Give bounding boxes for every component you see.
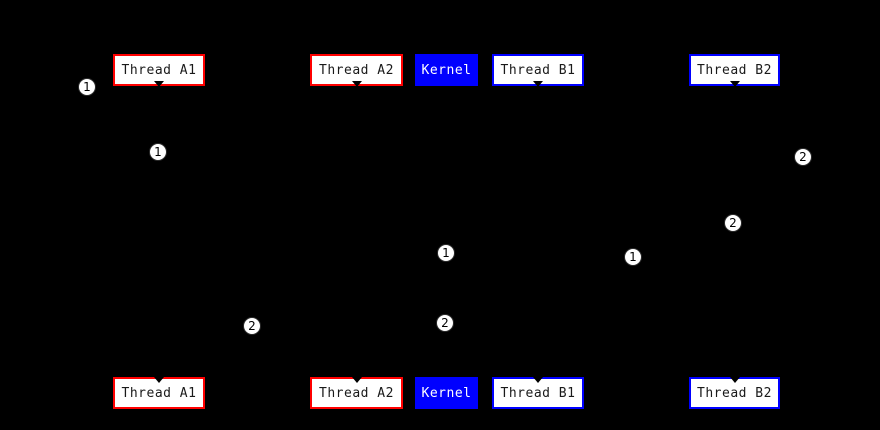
step-marker-2: 2	[794, 148, 812, 166]
actor-label: Thread A2	[319, 385, 394, 401]
step-marker-1: 1	[149, 143, 167, 161]
actor-box-thread-a1-top: Thread A1	[113, 54, 205, 87]
actor-box-thread-b1-bottom: Thread B1	[492, 377, 584, 409]
actor-label: Kernel	[421, 385, 472, 401]
actor-box-kernel-top: Kernel	[415, 54, 478, 86]
step-marker-2: 2	[436, 314, 454, 332]
lifeline-notch	[533, 81, 543, 87]
lifeline-notch	[351, 377, 362, 383]
actor-label: Thread B1	[500, 385, 576, 401]
actor-box-thread-a2-top: Thread A2	[310, 54, 403, 87]
lifeline-notch	[729, 81, 740, 87]
step-marker-2: 2	[724, 214, 742, 232]
lifeline-notch	[351, 81, 362, 87]
step-marker-2: 2	[243, 317, 261, 335]
step-marker-1: 1	[78, 78, 96, 96]
step-marker-1: 1	[624, 248, 642, 266]
actor-label: Thread B2	[697, 385, 772, 401]
actor-box-thread-b2-top: Thread B2	[689, 54, 780, 87]
actor-label: Thread A2	[319, 62, 394, 78]
actor-label: Thread A1	[121, 62, 197, 78]
actor-box-kernel-bottom: Kernel	[415, 377, 478, 409]
actor-label: Thread B2	[697, 62, 772, 78]
actor-box-thread-a2-bottom: Thread A2	[310, 377, 403, 409]
lifeline-notch	[729, 377, 740, 383]
actor-label: Kernel	[421, 62, 472, 78]
actor-label: Thread B1	[500, 62, 576, 78]
actor-box-thread-b1-top: Thread B1	[492, 54, 584, 87]
lifeline-notch	[154, 377, 164, 383]
actor-box-thread-a1-bottom: Thread A1	[113, 377, 205, 409]
lifeline-notch	[533, 377, 543, 383]
actor-label: Thread A1	[121, 385, 197, 401]
lifeline-notch	[154, 81, 164, 87]
actor-box-thread-b2-bottom: Thread B2	[689, 377, 780, 409]
step-marker-1: 1	[437, 244, 455, 262]
